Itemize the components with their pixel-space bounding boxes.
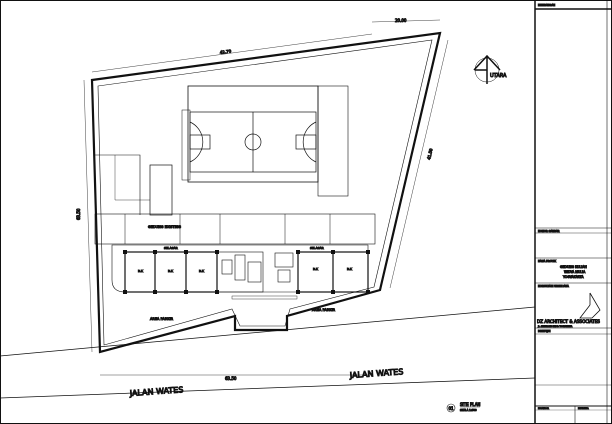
checked-header: DIPERIKSA: [578, 407, 589, 410]
drawing-number-header: NOMOR GAMBAR: [538, 229, 560, 233]
room-label: R.K: [313, 267, 319, 271]
project-line: YOGYAKARTA: [563, 275, 584, 279]
core-stairs: [216, 251, 294, 293]
firm-name: DZ ARCHITECT & ASSOCIATES: [537, 319, 600, 324]
parking-left-label: AREA PARKIR: [150, 317, 174, 321]
existing-building-label: GEDUNG EXISTING: [148, 225, 181, 229]
view-number-bubble: [446, 403, 456, 413]
drawn-header: DIGAMBAR: [538, 407, 550, 410]
dimension-top: 42.70: [219, 48, 231, 55]
view-title: SITE PLAN: [460, 402, 480, 407]
building-footprint: [111, 244, 369, 293]
room-label: R.K: [168, 269, 174, 273]
road-edge-top: [0, 306, 536, 357]
dimension-top-right: 20.00: [395, 18, 407, 23]
project-line: WIDYA MULIA: [564, 270, 586, 274]
parking-right-label: AREA PARKIR: [312, 308, 336, 312]
firm-logo: [579, 292, 601, 319]
north-arrow-icon: [473, 54, 501, 84]
basketball-court: [189, 111, 317, 173]
room-label: R.K: [199, 269, 205, 273]
site-boundary: [90, 31, 442, 354]
project-header: NAMA PROYEK: [538, 259, 556, 263]
title-block: [534, 0, 612, 424]
view-number: 01: [449, 406, 455, 411]
dimension-bottom: 63.50: [225, 376, 237, 381]
dimension-left: 63.50: [76, 208, 81, 220]
site-inner-line: [97, 39, 433, 346]
corridor-left-label: SELASAR: [164, 246, 178, 250]
room-label: R.K: [347, 267, 353, 271]
consultant-header: KONSULTAN PERENCANA: [538, 284, 569, 288]
view-scale: SKALA 1:500: [460, 408, 477, 412]
existing-building: [94, 213, 376, 245]
corridor-right-label: SELASAR: [310, 246, 324, 250]
road-edge-bottom: [0, 377, 536, 399]
road-label: JALAN WATES: [129, 385, 184, 398]
north-label: UTARA: [490, 73, 507, 79]
notes-header: KETERANGAN: [538, 3, 555, 7]
approval-header: DISETUJUI: [538, 329, 551, 333]
road-label: JALAN WATES: [349, 367, 404, 380]
dimension-right: 41.50: [426, 147, 434, 160]
room-label: R.K: [138, 269, 144, 273]
classroom-wing-right: [297, 251, 369, 293]
firm-address: JL. KALIURANG KM 5, YOGYAKARTA: [537, 325, 573, 328]
project-line: GEDUNG KULIAH: [560, 265, 587, 269]
